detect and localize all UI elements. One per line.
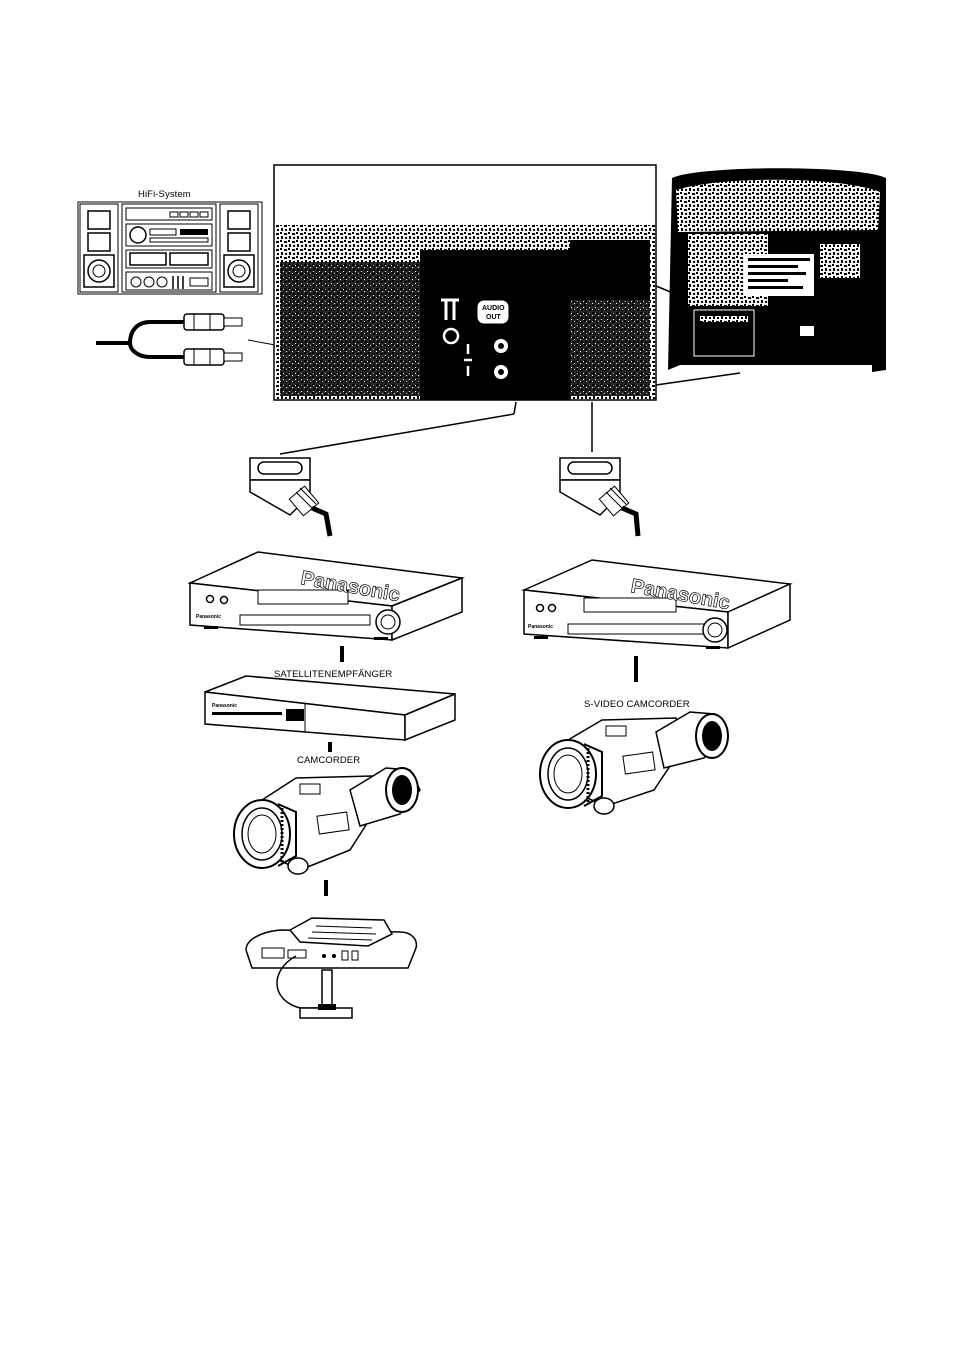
vcr-left: Panasonic Panasonic bbox=[190, 552, 462, 662]
camcorder-left bbox=[234, 768, 420, 896]
vcr-right: Panasonic Panasonic bbox=[524, 560, 790, 682]
rca-audio-cable bbox=[96, 314, 275, 365]
satellite-brand: Panasonic bbox=[212, 703, 237, 709]
satellite-label: SATELLITENEMPFÄNGER bbox=[274, 669, 392, 680]
hifi-label: HiFi-System bbox=[138, 189, 191, 200]
satellite-receiver: Panasonic bbox=[205, 676, 455, 752]
camcorder-right bbox=[540, 712, 728, 814]
svideo-camcorder-label: S-VIDEO CAMCORDER bbox=[584, 699, 690, 710]
audio-out-line2: OUT bbox=[486, 314, 502, 321]
scart-plug-right bbox=[560, 458, 638, 536]
edit-controller bbox=[246, 918, 416, 1018]
scart-plug-left bbox=[250, 458, 330, 536]
camcorder-label: CAMCORDER bbox=[297, 755, 360, 766]
hifi-system: HiFi-System bbox=[78, 189, 262, 294]
television-rear bbox=[668, 168, 886, 372]
vcr-right-brand: Panasonic bbox=[528, 624, 553, 630]
audio-out-line1: AUDIO bbox=[482, 305, 505, 312]
vcr-left-brand: Panasonic bbox=[196, 614, 221, 620]
